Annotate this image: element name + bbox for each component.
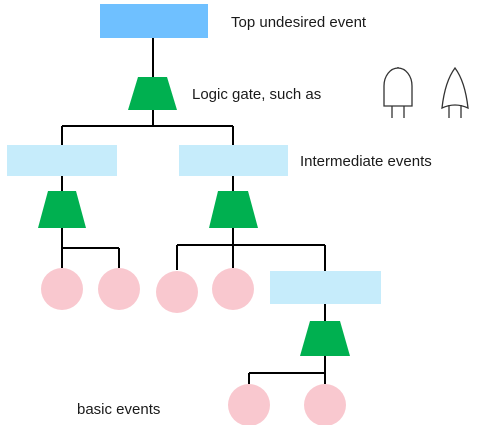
logic-gate-label: Logic gate, such as (192, 86, 321, 103)
intermediate-event-left (7, 145, 117, 176)
basic-events-label: basic events (77, 401, 160, 418)
basic-event-circle (212, 268, 254, 310)
left-logic-gate (38, 191, 86, 228)
right-logic-gate (300, 321, 350, 356)
basic-event-circle (304, 384, 346, 425)
top-event-label: Top undesired event (231, 14, 367, 31)
intermediate-event-right (270, 271, 381, 304)
and-gate-icon (383, 67, 413, 118)
connector-lines (61, 38, 326, 384)
or-gate-icon (441, 66, 469, 118)
top-logic-gate (128, 77, 177, 110)
basic-event-circle (228, 384, 270, 425)
middle-logic-gate (209, 191, 258, 228)
basic-event-circle (156, 271, 198, 313)
basic-event-circle (41, 268, 83, 310)
intermediate-events-label: Intermediate events (300, 153, 432, 170)
top-event-box (100, 4, 208, 38)
basic-event-circle (98, 268, 140, 310)
intermediate-event-middle (179, 145, 288, 176)
